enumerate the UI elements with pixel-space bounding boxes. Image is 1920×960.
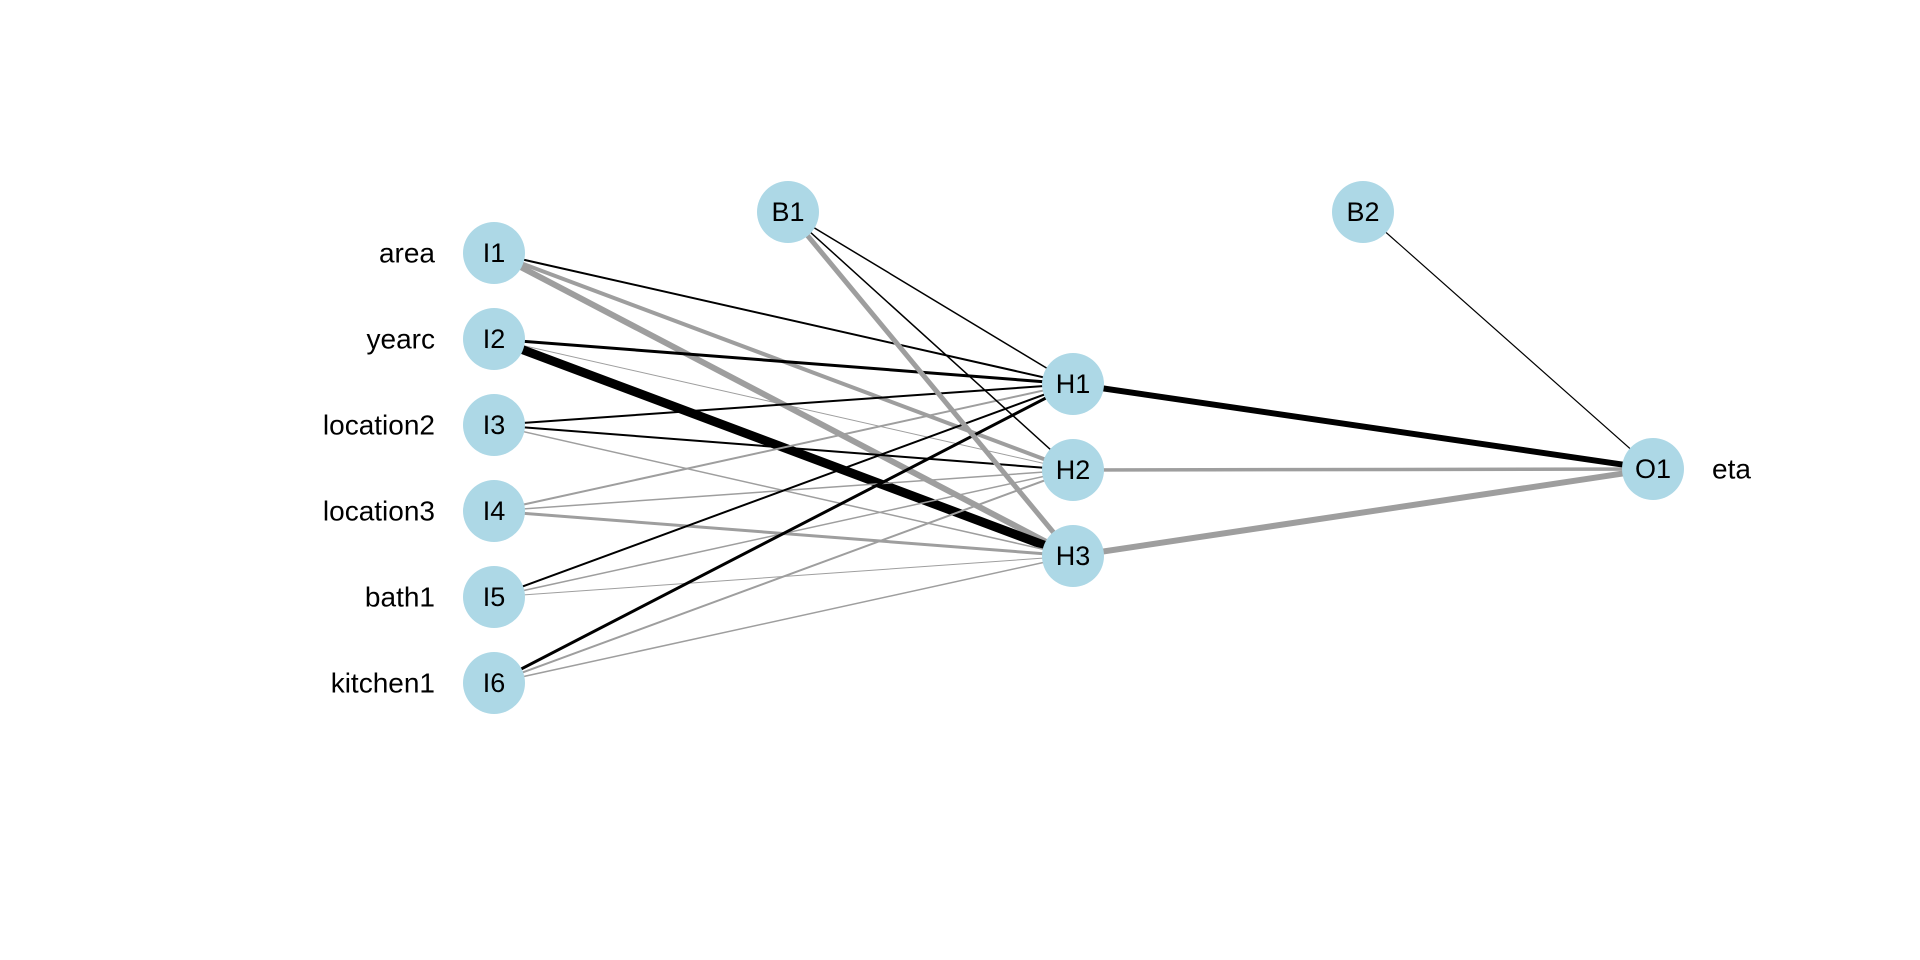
- node-label-I2: I2: [483, 324, 506, 354]
- variable-label-area: area: [379, 238, 435, 269]
- node-circle-I4: [463, 480, 525, 542]
- node-label-I5: I5: [483, 582, 506, 612]
- node-label-B1: B1: [771, 197, 804, 227]
- labels-layer: area yearc location2 location3 bath1 kitchen1…: [323, 238, 1751, 699]
- node-I3: I3: [463, 394, 525, 456]
- node-label-H2: H2: [1056, 455, 1091, 485]
- node-I1: I1: [463, 222, 525, 284]
- node-circle-O1: [1622, 438, 1684, 500]
- edge-I2-H1: [492, 337, 1075, 386]
- edge-B2-O1: [1362, 211, 1654, 470]
- edge-H2-O1: [1071, 467, 1655, 472]
- node-O1: O1: [1622, 438, 1684, 500]
- node-I5: I5: [463, 566, 525, 628]
- edge-I6-H3: [493, 555, 1074, 684]
- node-circle-H2: [1042, 439, 1104, 501]
- edge-I4-H1: [493, 383, 1074, 512]
- node-label-H3: H3: [1056, 541, 1091, 571]
- node-label-B2: B2: [1346, 197, 1379, 227]
- edge-B1-H1: [787, 211, 1074, 385]
- node-label-I1: I1: [483, 238, 506, 268]
- node-I2: I2: [463, 308, 525, 370]
- edge-B1-H3: [785, 209, 1076, 559]
- node-label-O1: O1: [1635, 454, 1671, 484]
- node-circle-I2: [463, 308, 525, 370]
- node-circle-H1: [1042, 353, 1104, 415]
- variable-label-kitchen1: kitchen1: [331, 668, 435, 699]
- node-B1: B1: [757, 181, 819, 243]
- variable-label-yearc: yearc: [367, 324, 435, 355]
- node-circle-H3: [1042, 525, 1104, 587]
- edge-B1-H2: [787, 211, 1074, 471]
- node-circle-I3: [463, 394, 525, 456]
- node-B2: B2: [1332, 181, 1394, 243]
- variable-label-location2: location2: [323, 410, 435, 441]
- edge-I6-H1: [492, 382, 1075, 685]
- edge-H1-O1: [1070, 381, 1656, 472]
- node-circle-I5: [463, 566, 525, 628]
- edge-H3-O1: [1070, 466, 1656, 559]
- node-label-H1: H1: [1056, 369, 1091, 399]
- node-circle-I6: [463, 652, 525, 714]
- variable-label-bath1: bath1: [365, 582, 435, 613]
- node-circle-B1: [757, 181, 819, 243]
- node-label-I6: I6: [483, 668, 506, 698]
- node-circle-I1: [463, 222, 525, 284]
- variable-label-location3: location3: [323, 496, 435, 527]
- node-H3: H3: [1042, 525, 1104, 587]
- node-H2: H2: [1042, 439, 1104, 501]
- node-I6: I6: [463, 652, 525, 714]
- node-label-I3: I3: [483, 410, 506, 440]
- edge-I1-H1: [493, 252, 1074, 385]
- node-label-I4: I4: [483, 496, 506, 526]
- edge-I3-H1: [493, 383, 1074, 426]
- node-circle-B2: [1332, 181, 1394, 243]
- edge-I5-H1: [493, 383, 1074, 598]
- edges-layer: [489, 209, 1656, 685]
- node-I4: I4: [463, 480, 525, 542]
- edge-I6-H2: [493, 469, 1074, 684]
- variable-label-eta: eta: [1712, 454, 1751, 485]
- node-H1: H1: [1042, 353, 1104, 415]
